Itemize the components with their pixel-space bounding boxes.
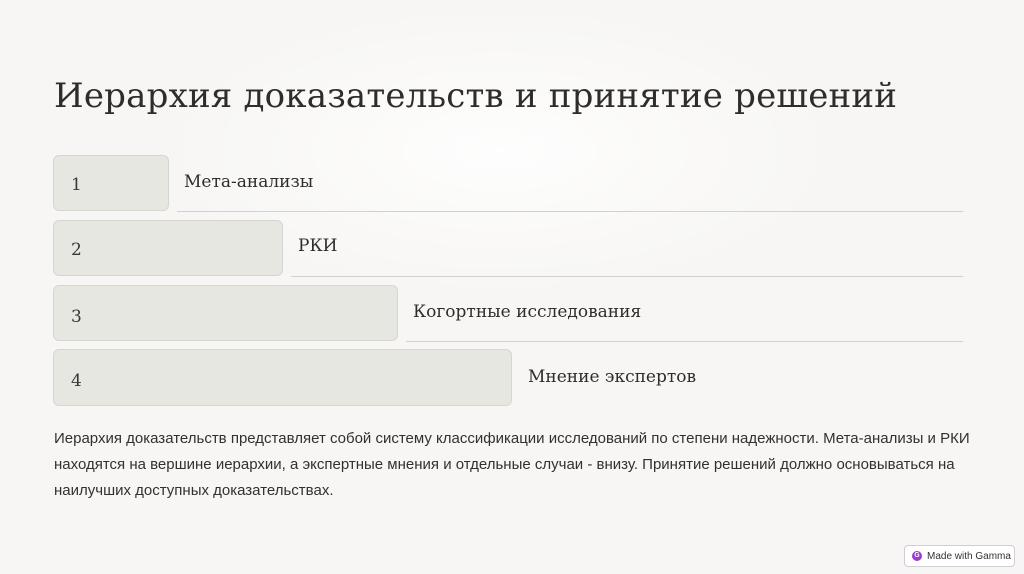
slide-title: Иерархия доказательств и принятие решени… [54, 76, 898, 116]
slide-description: Иерархия доказательств представляет собо… [54, 430, 970, 499]
hierarchy-step-1: 1 Мета-анализы [53, 155, 963, 213]
step-number-box: 1 [53, 155, 169, 211]
hierarchy-step-3: 3 Когортные исследования [53, 285, 963, 343]
step-label: Мнение экспертов [528, 367, 697, 387]
step-label: Когортные исследования [413, 302, 642, 322]
hierarchy-step-2: 2 РКИ [53, 220, 963, 278]
step-number: 2 [71, 240, 82, 260]
badge-text: Made with Gamma [927, 550, 1011, 562]
step-number-box: 4 [53, 349, 512, 406]
step-number: 3 [71, 307, 82, 327]
hierarchy-step-4: 4 Мнение экспертов [53, 349, 963, 407]
step-number: 1 [71, 175, 82, 195]
step-label: Мета-анализы [184, 172, 314, 192]
step-number-box: 3 [53, 285, 398, 341]
step-divider [291, 276, 963, 277]
step-divider [177, 211, 963, 212]
made-with-gamma-badge[interactable]: G Made with Gamma [904, 545, 1015, 567]
step-number-box: 2 [53, 220, 283, 276]
gamma-logo-icon: G [912, 551, 922, 561]
step-label: РКИ [298, 236, 338, 256]
step-number: 4 [71, 371, 82, 391]
step-divider [406, 341, 963, 342]
